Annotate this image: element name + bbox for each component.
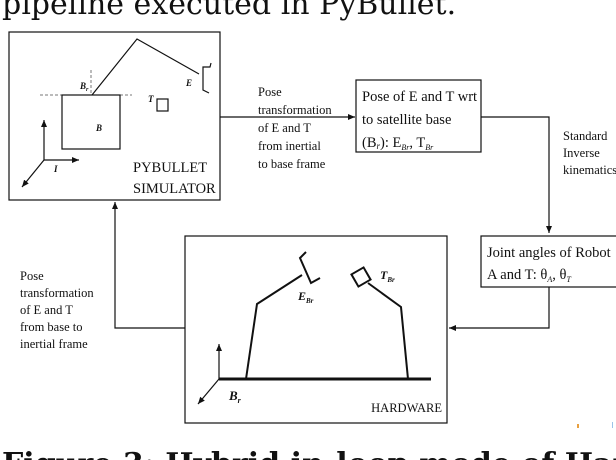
figure-caption: Figure 3: Hybrid in-loop mode of Hardwar… (2, 447, 616, 460)
label-line: from inertial (258, 139, 321, 153)
arrow-to-joint-box (481, 116, 552, 233)
robot-a-arm (245, 274, 303, 380)
arrow-to-hardware (449, 287, 550, 331)
label-line: Pose (20, 269, 44, 283)
label-line: of E and T (20, 303, 73, 317)
joint-angles-box: Joint angles of Robot A and T: θA, θT (480, 235, 616, 288)
mark (577, 424, 579, 428)
simulator-title-2: SIMULATOR (133, 181, 216, 197)
simulator-box: B Br E T I PYBULLET SIMULATOR (8, 31, 221, 201)
label-line: inertial frame (20, 337, 88, 351)
label-br: Br (79, 81, 89, 93)
pose-line-2: to satellite base (362, 112, 451, 128)
label-t-br: TBr (380, 268, 395, 284)
label-b: B (95, 123, 102, 133)
arrow-to-base-label: Pose transformation of E and T from iner… (258, 85, 332, 171)
pose-line-1: Pose of E and T wrt (362, 89, 477, 105)
robot-t-arm (367, 282, 409, 380)
arrow-to-inertial-label: Pose transformation of E and T from base… (20, 269, 94, 351)
label-line: Standard (563, 129, 608, 143)
label-line: of E and T (258, 121, 311, 135)
target-box (350, 266, 372, 288)
mark (612, 422, 613, 428)
joint-line-2: A and T: θA, θT (487, 267, 571, 284)
label-line: Pose (258, 85, 282, 99)
hardware-box: Br EBr TBr HARDWARE (184, 235, 448, 424)
label-line: Inverse (563, 146, 600, 160)
ik-label: Standard Inverse kinematics (563, 129, 616, 177)
label-t: T (148, 94, 154, 104)
label-line: transformation (258, 103, 332, 117)
label-line: from base to (20, 320, 82, 334)
label-line: transformation (20, 286, 94, 300)
hardware-title: HARDWARE (371, 401, 442, 415)
label-line: to base frame (258, 157, 326, 171)
joint-line-1: Joint angles of Robot (487, 245, 611, 261)
robot-arm (91, 38, 200, 96)
label-i: I (53, 164, 58, 174)
gripper-icon (202, 62, 212, 94)
pose-line-3: (Br): EBr, TBr (362, 135, 434, 152)
target-box (156, 98, 169, 112)
label-br: Br (228, 388, 242, 405)
gripper-icon (298, 251, 321, 285)
label-e: E (185, 78, 192, 88)
satellite-base (61, 94, 121, 150)
label-e-br: EBr (297, 289, 314, 305)
axis-diag (197, 378, 220, 405)
arrow-to-simulator (112, 202, 185, 329)
label-line: kinematics (563, 163, 616, 177)
simulator-title-1: PYBULLET (133, 160, 207, 176)
pose-box: Pose of E and T wrt to satellite base (B… (355, 79, 482, 153)
header-text: pipeline executed in PyBullet. (2, 0, 456, 22)
axis-diag (21, 159, 45, 188)
